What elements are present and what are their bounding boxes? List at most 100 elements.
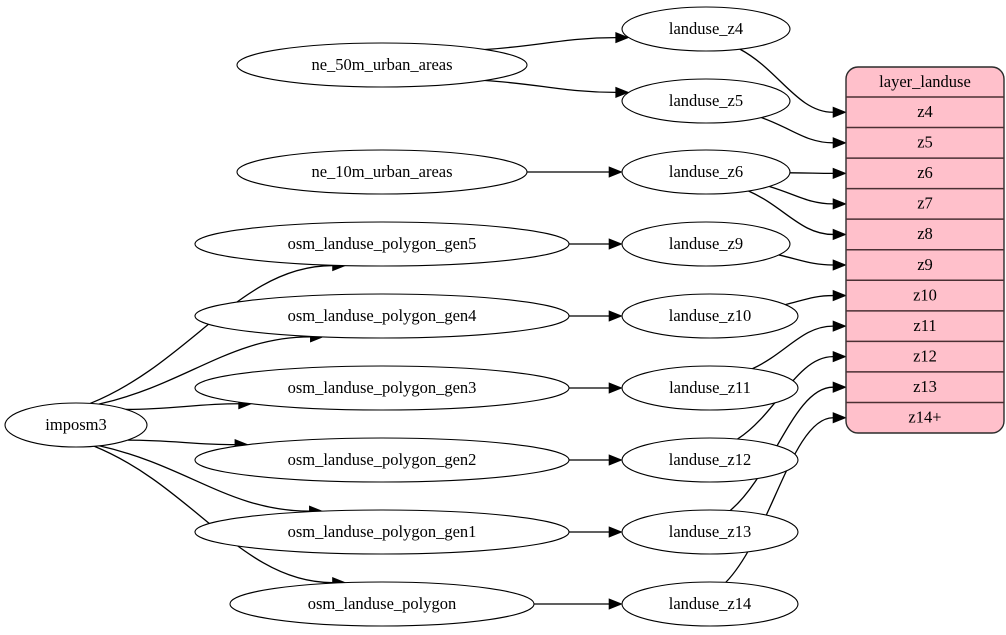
edge-landuse-z13-to-layer-landuse-z13	[729, 386, 834, 512]
node-label: osm_landuse_polygon_gen2	[288, 450, 477, 469]
node-shape	[621, 78, 791, 124]
table-row-label: z7	[917, 194, 933, 213]
node-shape	[621, 365, 799, 411]
edge-arrowhead	[832, 167, 847, 180]
node-label: ne_10m_urban_areas	[311, 162, 452, 181]
edge-arrowhead	[608, 526, 623, 538]
node-osm-landuse-polygon-gen2[interactable]: osm_landuse_polygon_gen2	[194, 437, 570, 483]
node-shape	[621, 293, 799, 339]
node-label: osm_landuse_polygon_gen1	[288, 522, 477, 541]
node-label: landuse_z9	[669, 234, 743, 253]
table-row-z8[interactable]: z8	[917, 224, 933, 243]
node-shape	[621, 509, 799, 555]
node-landuse-z5[interactable]: landuse_z5	[621, 78, 791, 124]
node-osm-landuse-polygon[interactable]: osm_landuse_polygon	[229, 581, 535, 627]
table-row-z14plus[interactable]: z14+	[908, 408, 941, 427]
edge-arrowhead	[608, 598, 623, 610]
edge-arrowhead	[608, 310, 623, 322]
node-landuse-z9[interactable]: landuse_z9	[621, 221, 791, 267]
edge-ne-50m-urban-areas-to-landuse-z5	[485, 79, 616, 94]
edge-arrowhead	[832, 106, 847, 118]
node-label: landuse_z4	[669, 19, 743, 38]
node-shape	[194, 437, 570, 483]
node-shape	[621, 221, 791, 267]
node-label: osm_landuse_polygon_gen5	[288, 234, 477, 253]
node-shape	[4, 402, 148, 448]
edge-landuse-z9-to-layer-landuse-z9	[778, 254, 834, 266]
node-osm-landuse-polygon-gen5[interactable]: osm_landuse_polygon_gen5	[194, 221, 570, 267]
table-row-z13[interactable]: z13	[913, 377, 937, 396]
edge-arrowhead	[608, 166, 623, 178]
node-landuse-z12[interactable]: landuse_z12	[621, 437, 799, 483]
node-shape	[236, 149, 528, 195]
table-row-label: z10	[913, 285, 937, 304]
edge-arrowhead	[832, 228, 847, 241]
edge-landuse-z6-to-layer-landuse-z7	[769, 185, 834, 205]
table-row-z11[interactable]: z11	[913, 316, 936, 335]
edge-arrowhead	[615, 86, 630, 99]
table-row-label: z12	[913, 346, 937, 365]
edge-landuse-z4-to-layer-landuse-z4	[739, 48, 834, 113]
table-row-label: z5	[917, 133, 933, 152]
node-landuse-z10[interactable]: landuse_z10	[621, 293, 799, 339]
node-landuse-z13[interactable]: landuse_z13	[621, 509, 799, 555]
node-shape	[194, 365, 570, 411]
table-row-label: z13	[913, 377, 937, 396]
node-label: landuse_z11	[669, 378, 751, 397]
node-label: landuse_z5	[669, 91, 743, 110]
nodes-layer: imposm3 ne_50m_urban_areas ne_10m_urban_ar…	[4, 6, 799, 627]
edge-imposm3-to-osm-landuse-polygon-gen4	[98, 336, 311, 405]
node-label: landuse_z14	[669, 594, 751, 613]
node-label: landuse_z12	[669, 450, 751, 469]
node-label: osm_landuse_polygon_gen4	[288, 306, 477, 325]
node-shape	[229, 581, 535, 627]
edge-landuse-z11-to-layer-landuse-z11	[752, 325, 834, 370]
table-row-label: z14+	[908, 408, 941, 427]
node-landuse-z11[interactable]: landuse_z11	[621, 365, 799, 411]
edge-arrowhead	[832, 289, 847, 302]
edge-arrowhead	[608, 454, 623, 466]
table-row-z6[interactable]: z6	[917, 163, 933, 182]
node-landuse-z6[interactable]: landuse_z6	[621, 149, 791, 195]
table-row-z5[interactable]: z5	[917, 133, 933, 152]
table-row-z7[interactable]: z7	[917, 194, 933, 213]
edge-imposm3-to-osm-landuse-polygon-gen2	[127, 439, 235, 446]
layer-landuse-table: layer_landusez4z5z6z7z8z9z10z11z12z13z14…	[845, 66, 1005, 434]
node-osm-landuse-polygon-gen1[interactable]: osm_landuse_polygon_gen1	[194, 509, 570, 555]
node-shape	[621, 6, 791, 52]
edge-landuse-z5-to-layer-landuse-z5	[761, 116, 834, 144]
edge-landuse-z6-to-layer-landuse-z6	[789, 172, 834, 175]
node-osm-landuse-polygon-gen4[interactable]: osm_landuse_polygon_gen4	[194, 293, 570, 339]
table-row-z9[interactable]: z9	[917, 255, 933, 274]
node-landuse-z4[interactable]: landuse_z4	[621, 6, 791, 52]
edge-imposm3-to-osm-landuse-polygon-gen3	[126, 403, 239, 411]
edge-ne-50m-urban-areas-to-landuse-z4	[485, 36, 616, 51]
edge-arrowhead	[832, 320, 847, 332]
table-row-label: z11	[913, 316, 936, 335]
node-shape	[621, 437, 799, 483]
edge-arrowhead	[832, 137, 847, 149]
node-label: landuse_z10	[669, 306, 751, 325]
node-landuse-z14[interactable]: landuse_z14	[621, 581, 799, 627]
edge-landuse-z14-to-layer-landuse-z14-	[725, 417, 834, 583]
node-label: landuse_z13	[669, 522, 751, 541]
edge-arrowhead	[608, 382, 623, 394]
node-ne-10m-urban-areas[interactable]: ne_10m_urban_areas	[236, 149, 528, 195]
table-row-z4[interactable]: z4	[917, 102, 933, 121]
node-shape	[194, 221, 570, 267]
table-row-z12[interactable]: z12	[913, 346, 937, 365]
node-label: ne_50m_urban_areas	[311, 55, 452, 74]
node-imposm3[interactable]: imposm3	[4, 402, 148, 448]
edge-imposm3-to-osm-landuse-polygon-gen1	[98, 445, 310, 512]
node-ne-50m-urban-areas[interactable]: ne_50m_urban_areas	[236, 42, 528, 88]
edge-arrowhead	[832, 381, 847, 393]
node-label: osm_landuse_polygon_gen3	[288, 378, 477, 397]
edge-landuse-z6-to-layer-landuse-z8	[748, 190, 834, 236]
node-osm-landuse-polygon-gen3[interactable]: osm_landuse_polygon_gen3	[194, 365, 570, 411]
edge-landuse-z10-to-layer-landuse-z10	[785, 294, 834, 306]
edge-arrowhead	[832, 350, 847, 363]
edge-arrowhead	[608, 238, 623, 250]
node-shape	[194, 509, 570, 555]
table-row-z10[interactable]: z10	[913, 285, 937, 304]
edge-arrowhead	[832, 198, 847, 210]
